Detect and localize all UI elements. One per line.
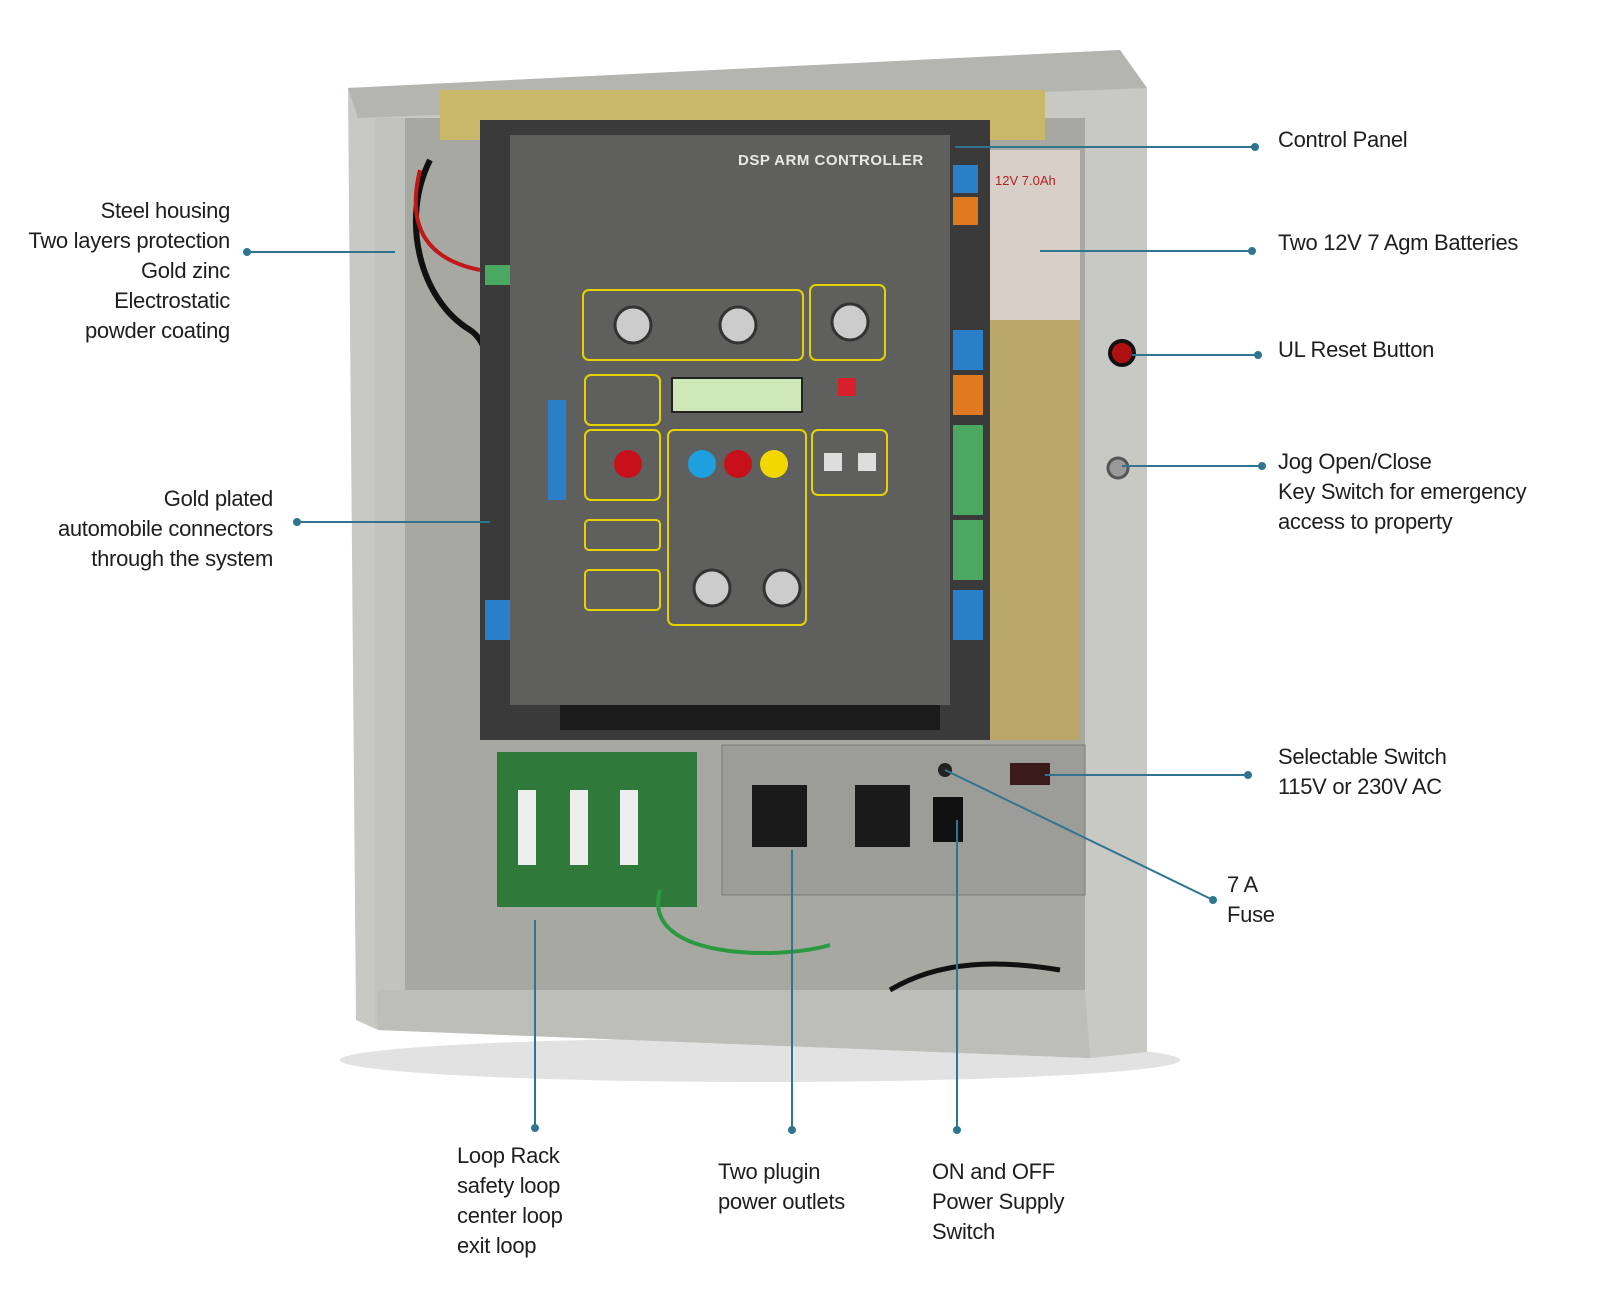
callout-batteries: Two 12V 7 Agm Batteries — [1278, 228, 1518, 258]
lcd-display — [671, 377, 803, 413]
dip-switch — [548, 400, 566, 500]
timer-knob — [830, 302, 870, 342]
key-switch — [1106, 456, 1130, 480]
callout-line: Switch — [932, 1219, 995, 1244]
callout-line: safety loop — [457, 1173, 561, 1198]
sensitivity-knob — [718, 305, 758, 345]
callout-loop-rack: Loop Rack safety loop center loop exit l… — [457, 1141, 563, 1261]
callout-line: exit loop — [457, 1233, 537, 1258]
voltage-switch — [1010, 763, 1050, 785]
speed-knob — [692, 568, 732, 608]
bottom-tray — [378, 990, 1090, 1058]
callout-line: Power Supply — [932, 1189, 1065, 1214]
svg-text:12V 7.0Ah: 12V 7.0Ah — [995, 173, 1056, 188]
open-button — [688, 450, 716, 478]
callout-line: Fuse — [1227, 902, 1275, 927]
callout-line: Control Panel — [1278, 127, 1408, 152]
callout-line: Loop Rack — [457, 1143, 560, 1168]
program-button — [614, 450, 642, 478]
callout-line: UL Reset Button — [1278, 337, 1435, 362]
leader-lines — [243, 143, 1266, 1134]
callout-selectable-switch: Selectable Switch 115V or 230V AC — [1278, 742, 1447, 802]
callout-reset-button: UL Reset Button — [1278, 335, 1434, 365]
callout-housing: Steel housing Two layers protection Gold… — [28, 196, 230, 346]
callout-connectors: Gold plated automobile connectors throug… — [58, 484, 273, 574]
callout-power-switch: ON and OFF Power Supply Switch — [932, 1157, 1064, 1247]
outlet — [855, 785, 910, 847]
callout-line: through the system — [91, 546, 273, 571]
callout-line: power outlets — [718, 1189, 845, 1214]
bottom-connectors — [560, 705, 940, 730]
callout-control-panel: Control Panel — [1278, 125, 1408, 155]
callout-line: Selectable Switch — [1278, 744, 1447, 769]
callout-jog-key-switch: Jog Open/Close Key Switch for emergency … — [1278, 447, 1527, 537]
callout-line: ON and OFF — [932, 1159, 1055, 1184]
reset-button — [1108, 339, 1136, 367]
power-switch — [933, 797, 963, 842]
callout-line: Key Switch for emergency — [1278, 479, 1527, 504]
callout-line: Steel housing — [100, 198, 231, 223]
outlet — [752, 785, 807, 847]
speed-knob — [762, 568, 802, 608]
stop-button — [724, 450, 752, 478]
jog-open-button — [824, 453, 842, 471]
sensitivity-knob — [613, 305, 653, 345]
callout-line: Two plugin — [718, 1159, 821, 1184]
callout-line: Two layers protection — [28, 228, 230, 253]
circuit-breaker — [838, 378, 856, 396]
close-button — [760, 450, 788, 478]
callout-line: Electrostatic — [114, 288, 230, 313]
callout-line: center loop — [457, 1203, 563, 1228]
callout-line: Gold plated — [163, 486, 274, 511]
panel-title: DSP ARM CONTROLLER — [738, 152, 924, 169]
callout-line: access to property — [1278, 509, 1453, 534]
callout-line: 7 A — [1227, 872, 1258, 897]
callout-line: Two 12V 7 Agm Batteries — [1278, 230, 1519, 255]
control-panel — [510, 135, 950, 705]
callout-fuse: 7 A Fuse — [1227, 870, 1275, 930]
callout-line: Jog Open/Close — [1278, 449, 1432, 474]
callout-line: Gold zinc — [140, 258, 230, 283]
callout-line: powder coating — [84, 318, 230, 343]
callout-line: 115V or 230V AC — [1278, 774, 1442, 799]
terminal-blocks — [485, 165, 983, 640]
callout-line: automobile connectors — [57, 516, 273, 541]
callout-outlets: Two plugin power outlets — [718, 1157, 845, 1217]
jog-close-button — [858, 453, 876, 471]
